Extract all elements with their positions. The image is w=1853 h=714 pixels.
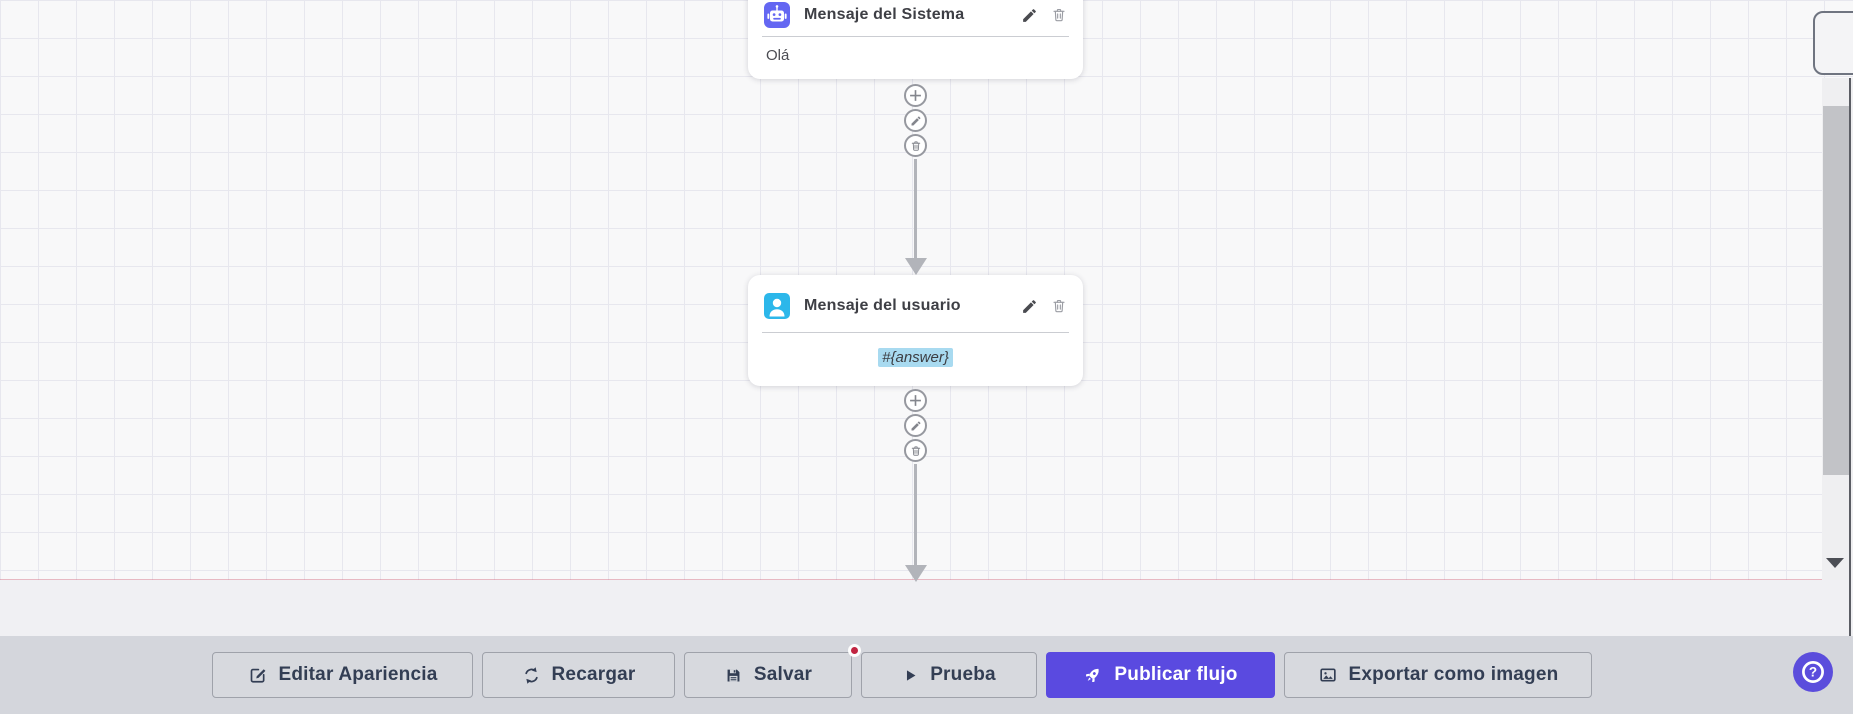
edit-step-button[interactable] [904,414,927,437]
save-button[interactable]: Salvar [684,644,861,698]
node-body-text: #{answer} [748,333,1083,386]
trash-icon [911,140,920,151]
pencil-icon [911,420,921,430]
button-label: Recargar [551,664,636,685]
image-icon [1318,665,1338,685]
question-mark-icon: ? [1809,665,1817,680]
help-ring-icon [1802,661,1824,683]
vertical-scrollbar-thumb[interactable] [1823,106,1851,475]
answer-variable: #{answer} [878,348,953,367]
connector-line [914,159,917,258]
add-step-button[interactable] [904,389,927,412]
connector-arrowhead [904,565,927,582]
top-right-panel [1813,11,1853,75]
node-title: Mensaje del Sistema [804,6,965,23]
plus-icon [910,90,921,101]
export-image-button[interactable]: Exportar como imagen [1284,652,1592,698]
trash-icon [911,445,920,456]
node-user-message[interactable]: Mensaje del usuario #{answer} [748,275,1083,386]
node-header: Mensaje del usuario [762,275,1069,333]
node-system-message[interactable]: Mensaje del Sistema Olá [748,0,1083,79]
plus-icon [910,395,921,406]
button-label: Exportar como imagen [1348,664,1559,685]
refresh-icon [522,666,541,685]
bottom-toolbar: Editar Apariencia Recargar [0,636,1853,714]
node-header: Mensaje del Sistema [762,0,1069,37]
canvas-footer-strip [0,580,1853,636]
rocket-icon [1083,665,1103,685]
edit-square-icon [248,665,268,685]
robot-icon [764,2,790,28]
window-edge-divider [1849,78,1851,695]
play-icon [902,667,919,684]
connector-arrowhead [904,258,927,275]
button-label: Salvar [753,664,813,685]
delete-node-button[interactable] [1051,7,1067,23]
connector-user-to-next [903,389,928,582]
scroll-down-arrow-icon[interactable] [1826,558,1844,568]
node-title: Mensaje del usuario [804,297,961,314]
node-body-text: Olá [766,47,790,64]
button-label: Prueba [930,664,996,685]
button-label: Editar Apariencia [278,664,438,685]
test-button[interactable]: Prueba [861,652,1037,698]
save-icon [724,666,743,685]
publish-flow-button[interactable]: Publicar flujo [1046,652,1275,698]
delete-step-button[interactable] [904,134,927,157]
canvas-guide-line [0,579,1853,580]
edit-step-button[interactable] [904,109,927,132]
button-label: Publicar flujo [1114,664,1238,685]
edit-node-button[interactable] [1021,7,1038,24]
edit-node-button[interactable] [1021,298,1038,315]
delete-node-button[interactable] [1051,298,1067,314]
add-step-button[interactable] [904,84,927,107]
edit-appearance-button[interactable]: Editar Apariencia [212,652,473,698]
connector-line [914,464,917,565]
delete-step-button[interactable] [904,439,927,462]
unsaved-changes-badge [848,644,861,657]
pencil-icon [911,115,921,125]
reload-button[interactable]: Recargar [482,652,675,698]
connector-system-to-user [903,84,928,275]
user-icon [764,293,790,319]
help-button[interactable]: ? [1793,652,1833,692]
